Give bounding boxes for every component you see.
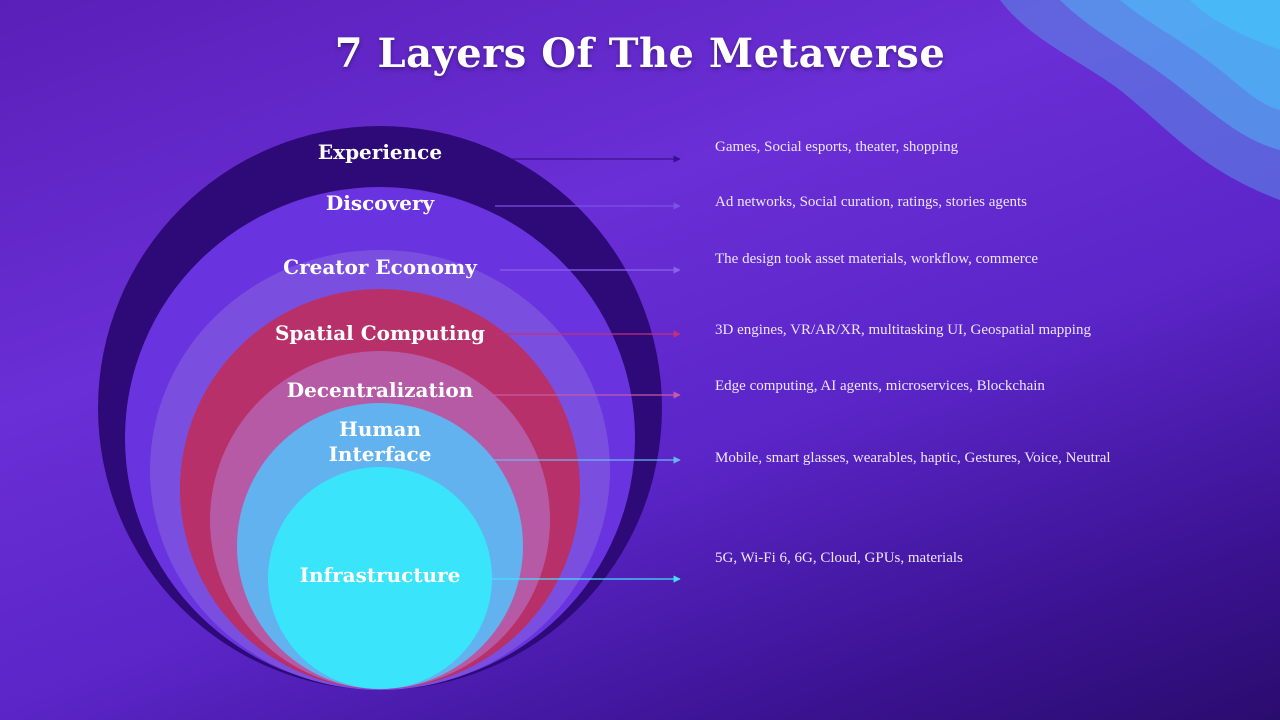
- layer-label-decentralization: Decentralization: [286, 378, 474, 402]
- description-spatial-computing: 3D engines, VR/AR/XR, multitasking UI, G…: [715, 322, 1091, 338]
- layer-label-human-interface: Human Interface: [230, 417, 530, 467]
- description-decentralization: Edge computing, AI agents, microservices…: [715, 378, 1045, 394]
- description-discovery: Ad networks, Social curation, ratings, s…: [715, 194, 1028, 210]
- layer-label-infrastructure: Infrastructure: [299, 563, 461, 587]
- description-creator-economy: The design took asset materials, workflo…: [715, 251, 1039, 267]
- description-infrastructure: 5G, Wi-Fi 6, 6G, Cloud, GPUs, materials: [715, 550, 963, 566]
- layer-label-spatial-computing: Spatial Computing: [274, 321, 486, 345]
- layer-label-human-interface-line2: Interface: [328, 442, 432, 466]
- description-human-interface: Mobile, smart glasses, wearables, haptic…: [715, 450, 1111, 466]
- layer-circle-infrastructure: [268, 467, 492, 689]
- description-experience: Games, Social esports, theater, shopping: [715, 139, 959, 155]
- page-title: 7 Layers Of The Metaverse: [334, 30, 946, 77]
- layer-label-creator-economy: Creator Economy: [283, 255, 477, 279]
- layer-label-discovery: Discovery: [325, 191, 435, 215]
- layer-label-human-interface-line1: Human: [338, 417, 422, 441]
- layer-label-experience: Experience: [317, 140, 443, 164]
